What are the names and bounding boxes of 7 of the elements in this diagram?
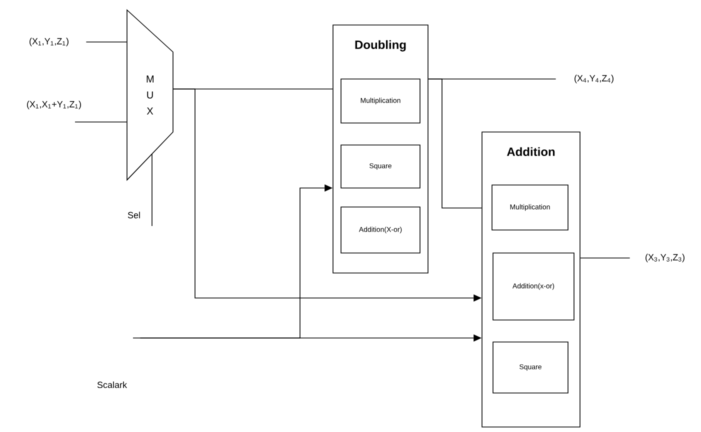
signal-label: (X$_{1}$,Y$_{1}$,Z$_{1}$) — [30, 38, 68, 46]
signal-label: (X$_{3}$,Y$_{3}$,Z$_{3}$) — [646, 254, 684, 262]
signal-label: (X$_{1}$,X$_{1}$+Y$_{1}$,Z$_{1}$) — [27, 100, 81, 110]
signal-label: Sel — [128, 212, 140, 218]
signal-label: Scalark — [97, 381, 128, 388]
signal-label: (X$_{4}$,Y$_{4}$,Z$_{4}$) — [574, 74, 614, 84]
connector — [428, 78, 482, 208]
